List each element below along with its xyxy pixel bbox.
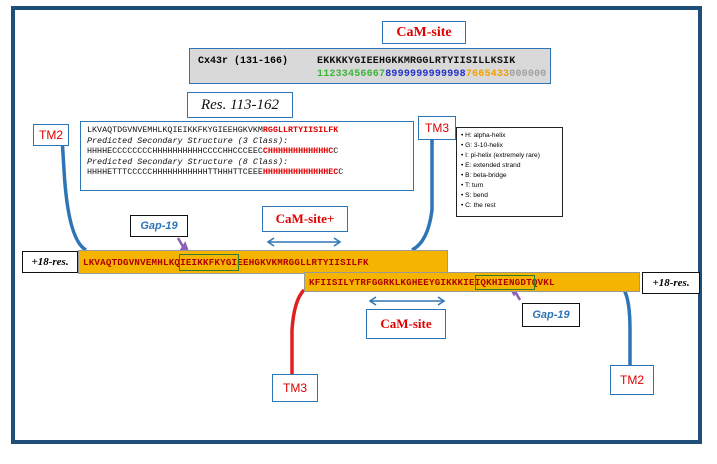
tm3-top-box: TM3 (418, 116, 456, 140)
figure-frame (11, 6, 702, 444)
legend-item: • G: 3-10-helix (461, 142, 503, 149)
cam-site-plus-arrow (266, 237, 342, 247)
gap19-bottom-box: Gap-19 (522, 303, 580, 327)
ss3-red: CHHHHHHHHHHHHC (262, 146, 334, 156)
plus18-left-box: +18-res. (22, 251, 78, 273)
res-seq-red: RGGLLRTYIISILFK (262, 125, 339, 135)
tm3-top-line (411, 140, 434, 252)
res-panel: LKVAQTDGVNVEMHLKQIEIKKFKYGIEEHGKVKMRGGLL… (80, 121, 414, 191)
cam-site-plus-label: CaM-site+ (275, 211, 335, 226)
res-seq-black: LKVAQTDGVNVEMHLKQIEIKKFKYGIEEHGKVKM (87, 125, 263, 135)
plus18-right-box: +18-res. (642, 272, 700, 294)
plus18-right-label: +18-res. (652, 277, 690, 289)
tm3-top-label: TM3 (425, 121, 449, 135)
tm2-right-label: TM2 (620, 373, 644, 387)
helix-bottom-sequence: KFIISILYTRFGGRKLKGHEEYGIKKKIEIQKHIENGDTQ… (309, 277, 555, 288)
scores-blue: 8999999999998 (385, 69, 466, 80)
gap19-bottom-highlight (475, 275, 535, 290)
gap19-bottom-label: Gap-19 (532, 309, 570, 321)
plus18-left-label: +18-res. (31, 256, 69, 268)
cam-site-sequence: EKKKKYGIEEHGKKMRGGLRTYIISILLKSIK (317, 56, 516, 67)
scores-orange: 7665433 (465, 69, 510, 80)
cam-site-lower-label: CaM-site (380, 316, 432, 331)
legend-item: • C: the rest (461, 202, 496, 209)
legend-item: • B: beta-bridge (461, 172, 507, 179)
helix-bar-top: LKVAQTDGVNVEMHLKQIEIKKFKYGIEEHGKVKMRGGLL… (78, 250, 448, 274)
ss8-tail: C (338, 167, 344, 177)
tm2-right-line (622, 289, 632, 365)
legend-item: • I: pi-helix (extremely rare) (461, 152, 540, 159)
tm2-right-box: TM2 (610, 365, 654, 395)
gap19-top-label: Gap-19 (140, 220, 178, 232)
scores-gray: 000000 (509, 69, 547, 80)
ss3-heading: Predicted Secondary Structure (3 Class): (87, 135, 289, 146)
gap19-top-box: Gap-19 (130, 215, 188, 237)
tm3-bottom-label: TM3 (283, 381, 307, 395)
gap19-top-highlight (179, 254, 239, 271)
cam-site-title-box: CaM-site (382, 21, 466, 44)
cam-site-scores: 1123345666789999999999987665433000000 (317, 69, 546, 80)
tm2-left-label: TM2 (39, 128, 63, 142)
ss-legend: • H: alpha-helix • G: 3-10-helix • I: pi… (456, 127, 563, 217)
legend-item: • T: turn (461, 182, 484, 189)
cam-site-seq-label: Cx43r (131-166) (198, 56, 289, 67)
ss8-heading: Predicted Secondary Structure (8 Class): (87, 156, 289, 167)
legend-item: • H: alpha-helix (461, 132, 506, 139)
cam-site-lower-arrow (368, 296, 446, 306)
tm2-left-line (60, 136, 88, 252)
cam-site-lower-box: CaM-site (366, 309, 446, 339)
scores-green: 11233456667 (317, 69, 386, 80)
tm2-left-box: TM2 (33, 124, 69, 146)
cam-site-plus-box: CaM-site+ (262, 206, 348, 232)
tm3-bottom-box: TM3 (272, 374, 318, 402)
res-sequence-line: LKVAQTDGVNVEMHLKQIEIKKFKYGIEEHGKVKMRGGLL… (87, 125, 407, 136)
ss8-black: HHHHETTTCCCCCHHHHHHHHHHHTTHHHTTCEEE (87, 167, 263, 177)
tm3-bottom-line (290, 288, 306, 375)
legend-item: • E: extended strand (461, 162, 521, 169)
res-title-box: Res. 113-162 (187, 92, 293, 118)
ss8-line: HHHHETTTCCCCCHHHHHHHHHHHTTHHHTTCEEEHHHHH… (87, 167, 407, 178)
cam-site-title: CaM-site (396, 24, 452, 40)
helix-bar-bottom: KFIISILYTRFGGRKLKGHEEYGIKKKIEIQKHIENGDTQ… (304, 272, 640, 292)
cam-site-sequence-box: Cx43r (131-166) EKKKKYGIEEHGKKMRGGLRTYII… (189, 48, 551, 84)
helix-top-sequence: LKVAQTDGVNVEMHLKQIEIKKFKYGIEEHGKVKMRGGLL… (83, 257, 369, 268)
legend-item: • S: bend (461, 192, 488, 199)
res-title: Res. 113-162 (200, 96, 280, 113)
ss3-black: HHHHECCCCCCCCHHHHHHHHHHCCCCHHCCCEEC (87, 146, 263, 156)
ss3-line: HHHHECCCCCCCCHHHHHHHHHHCCCCHHCCCEECCHHHH… (87, 146, 407, 157)
ss8-red: HHHHHHHHHHHHHEC (262, 167, 339, 177)
ss3-tail: C (333, 146, 339, 156)
